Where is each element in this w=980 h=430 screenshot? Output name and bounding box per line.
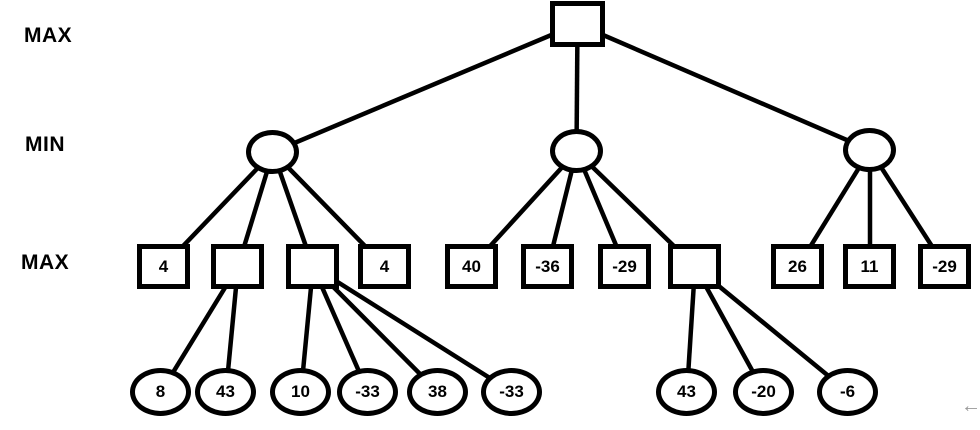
row-label-min: MIN <box>25 133 65 156</box>
root-node <box>550 1 605 47</box>
edge-root-min3 <box>576 21 871 153</box>
leaf-node-6: -33 <box>481 368 542 416</box>
max-node-3 <box>286 244 339 289</box>
leaf-node-9: -6 <box>817 368 878 416</box>
leaf-node-4: -33 <box>337 368 398 416</box>
min-node-3 <box>843 128 896 172</box>
max-node-5: 40 <box>445 244 498 289</box>
row-label-max-top: MAX <box>24 24 73 47</box>
max-node-11: -29 <box>918 244 971 289</box>
leaf-node-1: 8 <box>130 368 191 416</box>
edge-max3-leaf6 <box>311 264 514 394</box>
leaf-node-5: 38 <box>407 368 468 416</box>
max-node-6: -36 <box>521 244 574 289</box>
max-node-1: 4 <box>137 244 190 289</box>
max-node-2 <box>211 244 264 289</box>
leaf-node-8: -20 <box>733 368 794 416</box>
row-label-max-bottom: MAX <box>21 251 70 274</box>
max-node-8 <box>668 244 721 289</box>
max-node-10: 11 <box>843 244 896 289</box>
max-node-9: 26 <box>771 244 824 289</box>
leaf-node-7: 43 <box>656 368 717 416</box>
min-node-2 <box>550 129 603 173</box>
leaf-node-3: 10 <box>270 368 331 416</box>
back-arrow-icon[interactable]: ← <box>961 395 980 417</box>
leaf-node-2: 43 <box>195 368 256 416</box>
edge-root-min1 <box>272 21 579 155</box>
max-node-7: -29 <box>598 244 651 289</box>
max-node-4: 4 <box>358 244 411 289</box>
min-node-1 <box>246 130 299 174</box>
